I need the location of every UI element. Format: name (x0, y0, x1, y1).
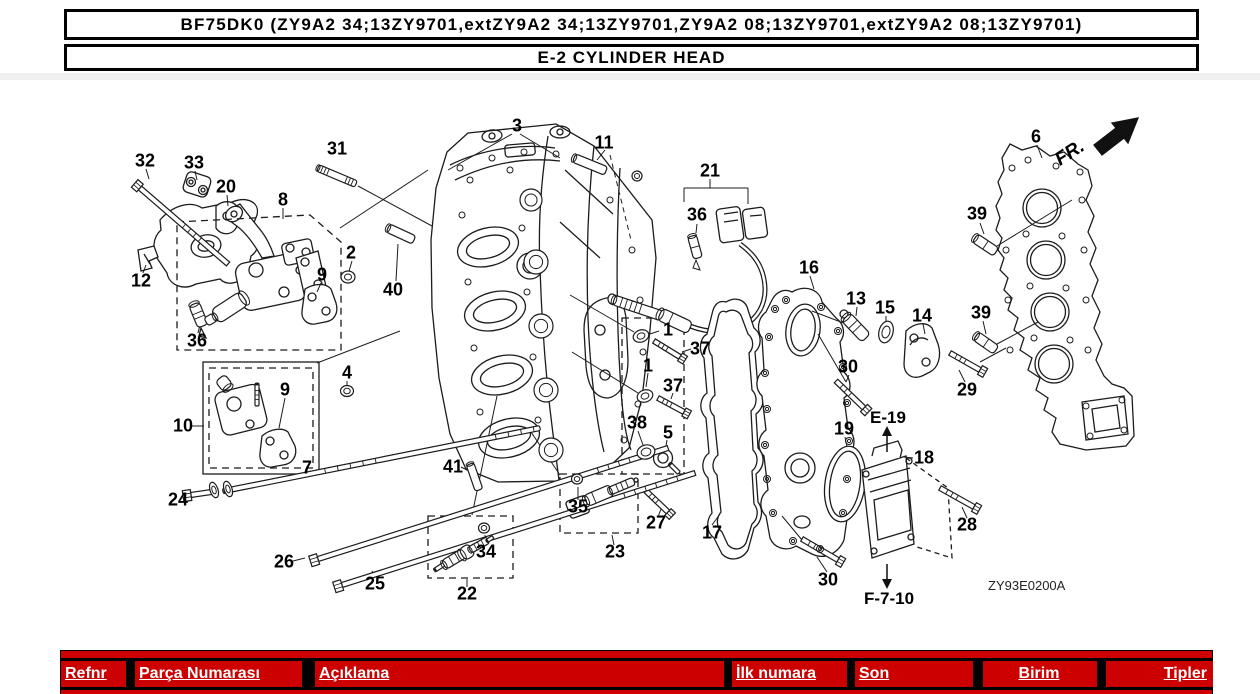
column-header-par-a-numaras-[interactable]: Parça Numarası (135, 661, 302, 687)
front-direction-marker: FR. (1051, 117, 1140, 170)
part-label-16: 16 (798, 257, 820, 278)
part-label-39: 39 (970, 302, 992, 323)
part-label-11: 11 (594, 132, 614, 153)
e19-arrow-icon (882, 426, 892, 452)
group-box-10-outer (202, 361, 320, 475)
part-label-23: 23 (604, 541, 626, 562)
part-label-8: 8 (277, 189, 289, 210)
part-label-30: 30 (817, 569, 839, 590)
part-label-35: 35 (567, 496, 589, 517)
part-label-31: 31 (326, 138, 348, 159)
part-label-10: 10 (172, 415, 194, 436)
part-label-1: 1 (642, 355, 654, 376)
part-label-2: 2 (345, 242, 357, 263)
part-label-37: 37 (662, 375, 684, 396)
solenoid-assembly-drawing (214, 383, 297, 468)
part-label-32: 32 (134, 150, 156, 171)
part-label-13: 13 (845, 288, 867, 309)
part-label-6: 6 (1030, 126, 1042, 147)
column-header-refnr[interactable]: Refnr (61, 661, 126, 687)
table-header-row: Refnr Parça Numarası Açıklama İlk numara Son… (60, 661, 1213, 687)
page-title: BF75DK0 (ZY9A2 34;13ZY9701,extZY9A2 34;1… (180, 14, 1083, 34)
part-label-4: 4 (341, 362, 353, 383)
ecu-18-drawing (861, 440, 953, 559)
part-label-21: 21 (699, 160, 721, 181)
cylinder-head-drawing (430, 123, 657, 483)
part-label-17: 17 (701, 522, 723, 543)
part-label-41: 41 (442, 456, 464, 477)
part-label-40: 40 (382, 279, 404, 300)
part-label-9: 9 (279, 379, 291, 400)
table-next-row (61, 690, 1212, 694)
part-label-30: 30 (837, 356, 859, 377)
column-header-birim[interactable]: Birim (983, 661, 1097, 687)
part-label-5: 5 (662, 422, 674, 443)
column-header-son[interactable]: Son (855, 661, 973, 687)
column-header-i-lk-numara[interactable]: İlk numara (732, 661, 847, 687)
parts-table-header: Refnr Parça Numarası Açıklama İlk numara Son… (60, 650, 1213, 694)
section-title: E-2 CYLINDER HEAD (537, 47, 726, 67)
gasket-9-drawing (301, 283, 338, 325)
subtitle-bar: E-2 CYLINDER HEAD (64, 44, 1199, 71)
drawing-code: ZY93E0200A (988, 578, 1066, 593)
sensor-13-drawing (839, 309, 849, 319)
part-label-26: 26 (273, 551, 295, 572)
part-label-7: 7 (301, 457, 313, 478)
part-label-28: 28 (956, 514, 978, 535)
part-label-27: 27 (645, 512, 667, 533)
pump-assembly-drawing (224, 203, 328, 311)
divider (0, 73, 1260, 80)
ref-code-F-7-10: F-7-10 (863, 589, 915, 608)
ref-code-E-19: E-19 (870, 408, 906, 427)
part-label-1: 1 (662, 319, 674, 340)
f710-arrow-icon (882, 564, 892, 589)
part-label-34: 34 (475, 541, 497, 562)
part-label-20: 20 (215, 176, 237, 197)
gasket-17-drawing (699, 298, 764, 560)
part-label-33: 33 (183, 152, 205, 173)
part-label-14: 14 (911, 305, 933, 326)
part-label-3: 3 (511, 115, 523, 136)
part-label-22: 22 (456, 583, 478, 604)
part-label-37: 37 (689, 338, 711, 359)
cover-14-drawing (903, 323, 941, 378)
part-label-36: 36 (186, 330, 208, 351)
title-bar: BF75DK0 (ZY9A2 34;13ZY9701,extZY9A2 34;1… (64, 9, 1199, 40)
column-header-tipler[interactable]: Tipler (1106, 661, 1213, 687)
part-label-25: 25 (364, 573, 386, 594)
part-label-24: 24 (167, 489, 189, 510)
part-label-9: 9 (316, 264, 328, 285)
part-label-39: 39 (966, 203, 988, 224)
table-top-bar (61, 651, 1212, 658)
part-label-36: 36 (686, 204, 708, 225)
part-label-18: 18 (913, 447, 935, 468)
head-gasket-6-drawing (995, 143, 1135, 451)
part-label-15: 15 (874, 297, 896, 318)
part-label-19: 19 (833, 418, 855, 439)
part-label-12: 12 (130, 270, 152, 291)
part-label-38: 38 (626, 412, 648, 433)
gasket-19-drawing (823, 445, 867, 523)
part-label-29: 29 (956, 379, 978, 400)
column-header-a-klama[interactable]: Açıklama (315, 661, 724, 687)
